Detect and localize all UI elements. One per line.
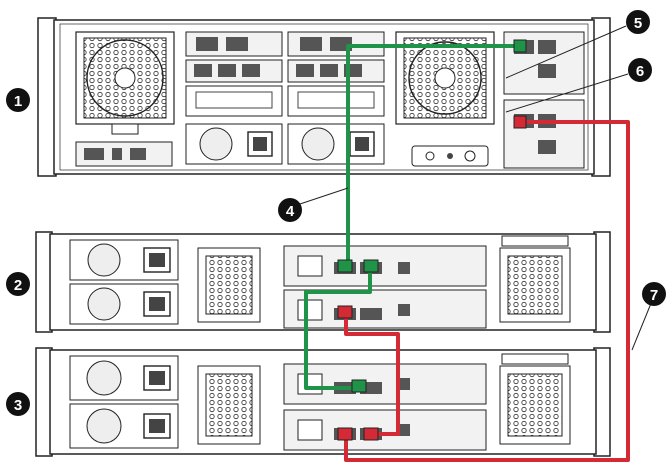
enclosure-3-fan-left (198, 366, 260, 444)
green-connector-server (514, 40, 526, 52)
callout-3: 3 (6, 392, 30, 416)
enclosure-2-fan-left (198, 248, 260, 322)
server-fan-left (76, 32, 174, 134)
callout-1-label: 1 (14, 93, 22, 110)
red-connector-enc3-a (338, 428, 352, 440)
callout-4: 4 (278, 198, 302, 222)
callout-3-label: 3 (14, 397, 22, 414)
enclosure-2-fan-right (500, 236, 570, 322)
callout-2: 2 (6, 272, 30, 296)
enclosure-3-io-module-a (284, 364, 486, 404)
callout-4-label: 4 (286, 203, 295, 220)
enclosure-2-io-module-a (284, 246, 486, 286)
server-power-supply-2 (288, 124, 384, 164)
green-connector-enc2-out (364, 260, 378, 272)
callout-1: 1 (6, 88, 30, 112)
callout-7-label: 7 (650, 287, 658, 304)
green-connector-enc2 (338, 260, 352, 272)
enclosure-3-io-module-b (284, 410, 486, 450)
callout-5-label: 5 (634, 15, 642, 32)
callout-2-label: 2 (14, 277, 22, 294)
callout-6-label: 6 (636, 63, 644, 80)
callout-6: 6 (628, 58, 652, 82)
enclosure-2-io-module-b (284, 290, 486, 328)
red-connector-server (514, 116, 526, 128)
server-power-supply-1 (186, 124, 282, 164)
green-connector-enc3 (352, 380, 366, 392)
callout-7: 7 (642, 282, 666, 306)
callout-5: 5 (626, 10, 650, 34)
red-connector-enc3-b (364, 428, 378, 440)
red-connector-enc2 (338, 306, 352, 318)
storage-enclosure-2 (36, 232, 610, 332)
storage-enclosure-3 (36, 348, 610, 456)
enclosure-3-fan-right (500, 354, 570, 444)
